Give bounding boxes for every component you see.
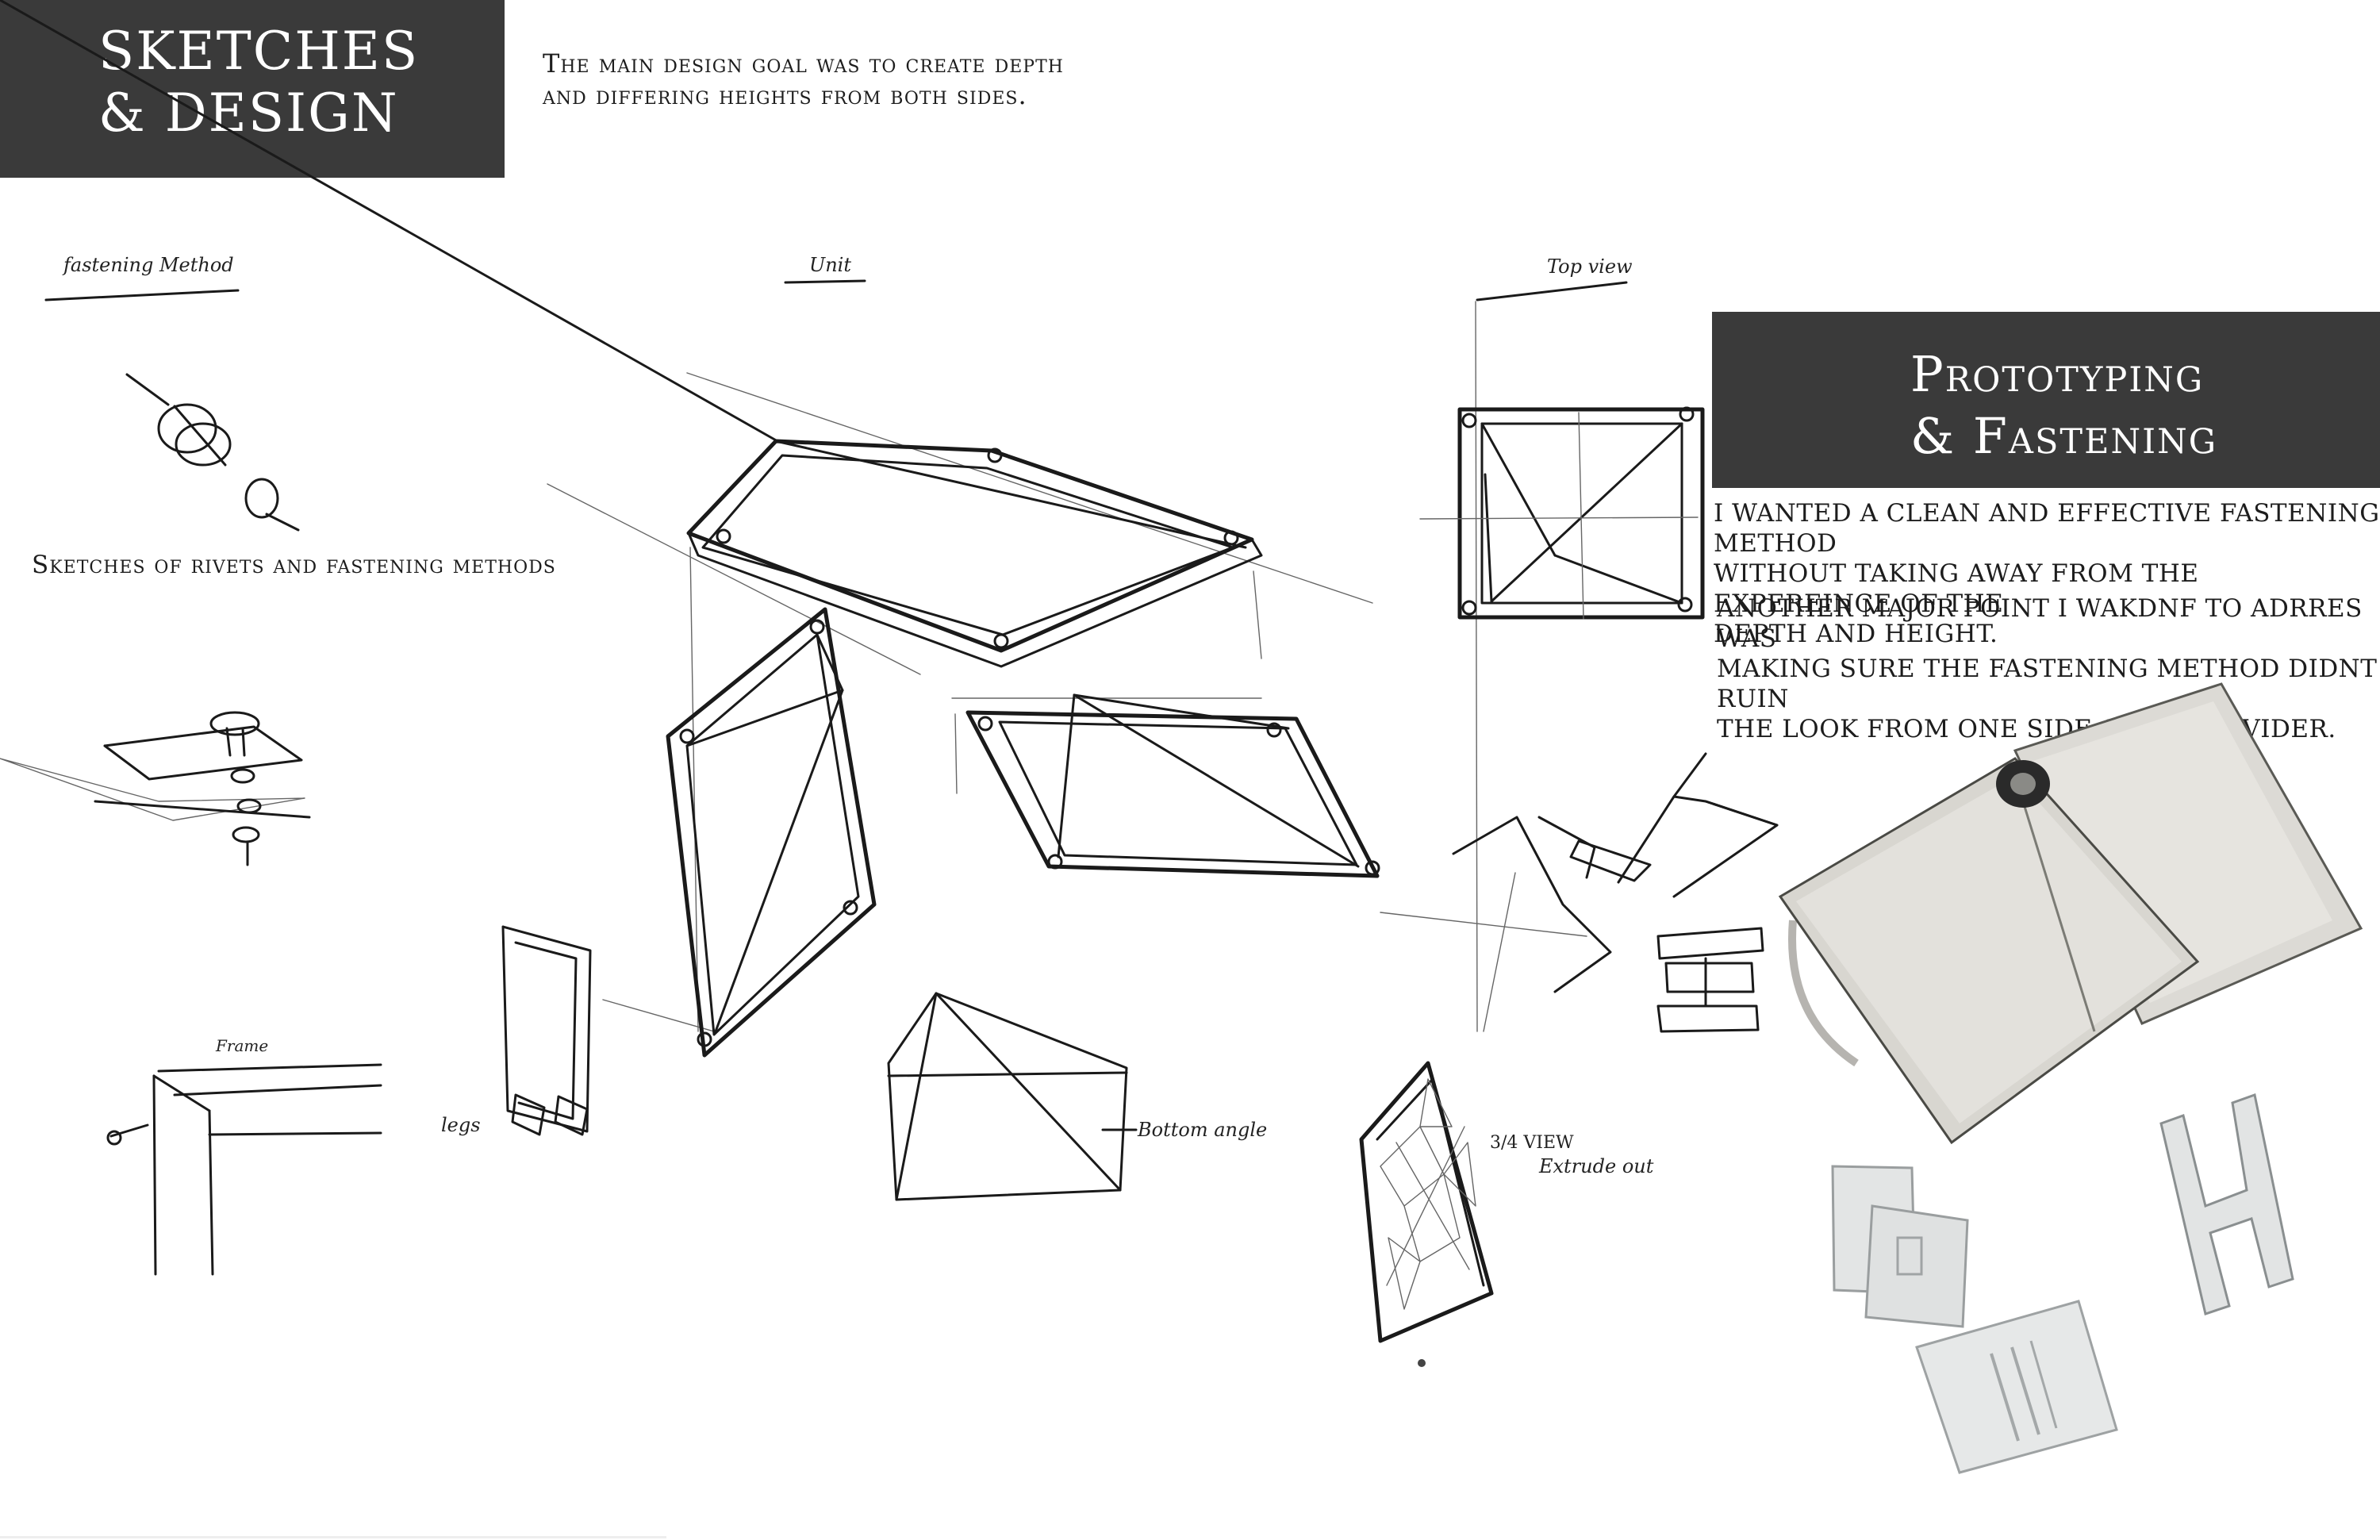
sketches-title-block: SKETCHES & DESIGN <box>0 0 505 178</box>
rivet-plates-sketch <box>0 711 311 866</box>
proto-p1-line-1: I wanted a clean and effective fastening… <box>1714 499 2380 558</box>
acrylic-square-clips <box>1831 1165 1969 1328</box>
underline-fastening <box>44 289 240 301</box>
top-view-sketch <box>1419 406 1705 620</box>
label-bottom-angle: Bottom angle <box>1138 1119 1268 1141</box>
underline-unit <box>784 279 866 284</box>
ink-dot <box>1418 1359 1426 1367</box>
acrylic-panel-front <box>1778 757 2200 1145</box>
construction-lines <box>547 301 1587 1032</box>
proto-p1-line-2: without taking away from the expereince … <box>1714 559 2199 618</box>
sketches-title-line-2: & DESIGN <box>98 83 399 144</box>
prototype-photos <box>1778 682 2363 1474</box>
label-extrude-out: Extrude out <box>1539 1155 1654 1177</box>
acrylic-h-clip <box>2159 1093 2294 1315</box>
label-legs: legs <box>441 1114 481 1136</box>
rivets-caption: Sketches of rivets and fastening methods <box>32 551 556 579</box>
proto-p1-line-3: depth and height. <box>1714 620 1998 648</box>
label-top-view: Top view <box>1547 255 1633 278</box>
sketches-title: SKETCHES & DESIGN <box>98 21 419 144</box>
intro-line-2: and differing heights from both sides. <box>543 80 1027 110</box>
unit-top-panel-sketch <box>0 0 1263 668</box>
proto-p2-line-2: making sure the fastening method didnt r… <box>1717 655 2378 713</box>
rivet-sketch <box>125 373 300 532</box>
label-frame: Frame <box>216 1036 269 1055</box>
grommet-fastener <box>1996 760 2050 808</box>
legs-sketch <box>501 925 592 1136</box>
frame-sketch <box>106 1063 382 1276</box>
proto-p2-line-1: another major point i wakdnf to adrres w… <box>1717 594 2363 653</box>
label-fastening-method: fastening Method <box>63 254 234 276</box>
three-quarter-view-sketch <box>1359 1061 1494 1343</box>
h-clip-sketch <box>1452 752 1779 1033</box>
intro-text: The main design goal was to create depth… <box>543 48 1177 111</box>
prototyping-title: Prototyping & Fastening <box>1910 344 2217 467</box>
unit-flat-panel-sketch <box>965 693 1380 878</box>
underline-top-view <box>1476 281 1628 301</box>
intro-line-1: The main design goal was to create depth <box>543 48 1064 79</box>
sketches-title-line-1: SKETCHES <box>98 21 420 82</box>
acrylic-block <box>1915 1300 2118 1474</box>
label-three-quarter-view: 3/4 VIEW <box>1490 1133 1574 1153</box>
prototyping-paragraph-1: I wanted a clean and effective fastening… <box>1714 498 2380 649</box>
label-unit: Unit <box>809 254 852 276</box>
bottom-edge-line <box>0 1536 666 1538</box>
bottom-angle-sketch <box>887 992 1138 1201</box>
prototyping-title-block: Prototyping & Fastening <box>1712 312 2380 488</box>
prototyping-title-line-2: & Fastening <box>1910 407 2218 465</box>
prototyping-title-line-1: Prototyping <box>1910 345 2205 403</box>
unit-side-panel-sketch <box>666 607 877 1058</box>
